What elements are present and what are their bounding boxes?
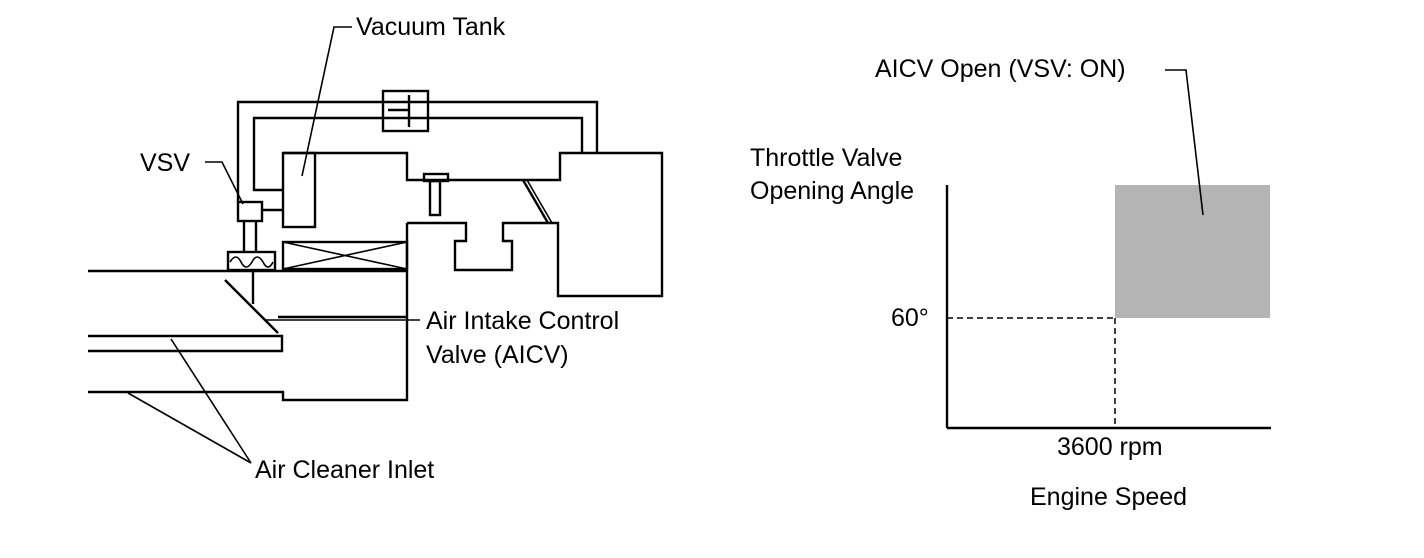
aicv-open-region	[1115, 185, 1270, 318]
label-vsv: VSV	[140, 149, 190, 177]
x-threshold-label: 3600 rpm	[1057, 433, 1163, 461]
filter-cross-2	[282, 241, 408, 270]
vacuum-hose-inner	[252, 116, 584, 192]
adjust-screw-shaft	[428, 179, 442, 217]
leader-air-cleaner-2	[170, 338, 252, 464]
plenum-housing	[283, 151, 664, 298]
intake-system-diagram: Vacuum Tank VSV Air Intake Control Valve…	[88, 13, 664, 484]
leader-region	[1165, 69, 1204, 216]
vacuum-tank	[281, 151, 317, 229]
y-threshold-label: 60°	[891, 304, 929, 332]
vacuum-hose-outer	[236, 100, 599, 202]
aicv-diaphragm-wave	[229, 256, 274, 268]
throttle-valve-plate-edge	[526, 179, 553, 224]
label-vacuum-tank: Vacuum Tank	[356, 13, 506, 41]
check-valve-body	[381, 89, 430, 133]
leader-vsv	[205, 161, 244, 205]
intake-tube-lower-wall	[88, 223, 409, 402]
label-aicv-line2: Valve (AICV)	[426, 341, 569, 369]
inlet-pipe-upper	[88, 334, 284, 353]
aicv-operating-chart: AICV Open (VSV: ON) Throttle Valve Openi…	[750, 55, 1271, 511]
leader-vacuum-tank	[301, 26, 352, 177]
label-aicv-line1: Air Intake Control	[426, 307, 619, 335]
region-label: AICV Open (VSV: ON)	[875, 55, 1126, 83]
air-filter-element	[281, 240, 409, 271]
aicv-valve-plate	[224, 279, 279, 334]
x-axis-label: Engine Speed	[1030, 483, 1187, 511]
label-air-cleaner-inlet: Air Cleaner Inlet	[255, 456, 434, 484]
y-axis-label-line2: Opening Angle	[750, 177, 914, 205]
throttle-valve-plate	[521, 179, 550, 224]
vsv-body	[236, 200, 264, 223]
leader-air-cleaner-1	[127, 392, 252, 464]
y-axis-label-line1: Throttle Valve	[750, 144, 902, 172]
